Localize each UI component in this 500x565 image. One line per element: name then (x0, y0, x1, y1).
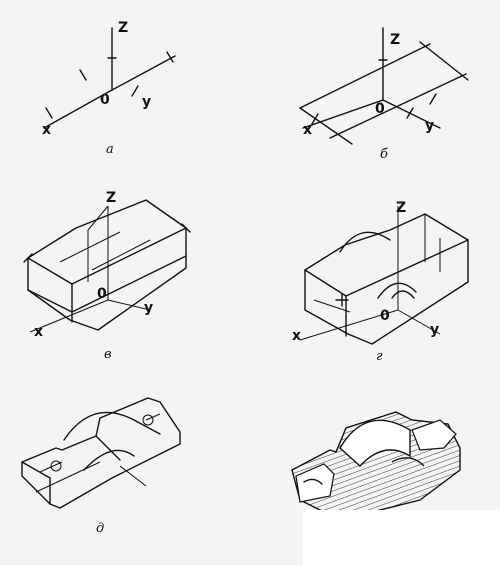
figure-e-shaded-part (291, 411, 461, 521)
fig-a-caption: а (106, 142, 114, 157)
figure-d-part: д (21, 397, 181, 536)
fig-g-y-label: y (430, 322, 439, 338)
fig-g-caption: г (376, 349, 383, 364)
fig-d-caption: д (96, 521, 104, 536)
fig-v-caption: в (104, 347, 112, 362)
fig-a-origin-label: 0 (100, 92, 110, 108)
fig-a-z-label: Z (118, 20, 128, 36)
fig-b-origin-label: 0 (375, 101, 385, 117)
fig-b-caption: б (380, 147, 388, 162)
fig-g-z-label: Z (396, 200, 406, 216)
fig-g-x-label: x (292, 328, 301, 344)
fig-b-y-label: y (425, 118, 434, 134)
fig-b-x-label: x (303, 122, 312, 138)
blank-area (303, 510, 500, 565)
fig-v-origin-label: 0 (97, 286, 107, 302)
figure-b-axes-grid: Z y x 0 б (299, 27, 469, 162)
figure-v-box: Z y x 0 в (23, 190, 191, 362)
fig-v-y-label: y (144, 300, 153, 316)
fig-a-y-label: y (142, 94, 151, 110)
fig-v-x-label: x (34, 324, 43, 340)
figure-g-box: Z y x 0 г (292, 200, 469, 364)
fig-g-origin-label: 0 (380, 308, 390, 324)
fig-a-x-label: x (42, 122, 51, 138)
figure-a-axes: Z y x 0 а (42, 20, 176, 157)
fig-b-z-label: Z (390, 32, 400, 48)
fig-v-z-label: Z (106, 190, 116, 206)
